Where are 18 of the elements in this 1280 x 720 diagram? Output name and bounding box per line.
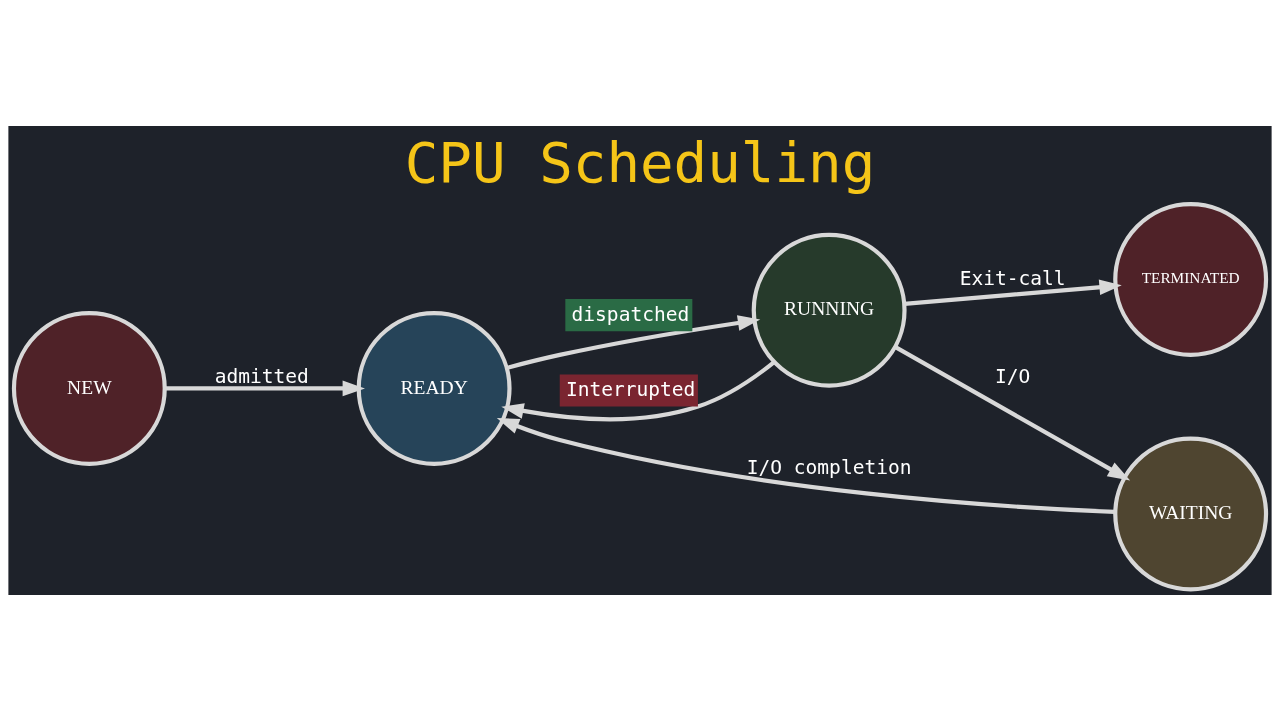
arrow	[894, 344, 1131, 480]
arrow	[506, 314, 761, 370]
node-circle: WAITING	[1113, 436, 1269, 591]
arrow	[496, 417, 1115, 514]
edge-label: admitted	[214, 364, 309, 388]
node-circle: TERMINATED	[1113, 201, 1269, 357]
arrow	[904, 278, 1122, 306]
arrow	[501, 359, 776, 421]
arrow	[164, 380, 365, 396]
diagram-title: CPU Scheduling	[404, 129, 876, 195]
node-circle: NEW	[11, 310, 167, 466]
edge-label: I/O	[995, 364, 1031, 388]
edge-label: Exit-call	[959, 266, 1066, 290]
edge-label: dispatched	[571, 302, 690, 326]
node-circle: RUNNING	[751, 232, 907, 388]
edge-label: I/O completion	[746, 455, 912, 479]
node-circle: READY	[356, 310, 512, 466]
edge-label: Interrupted	[566, 377, 696, 401]
